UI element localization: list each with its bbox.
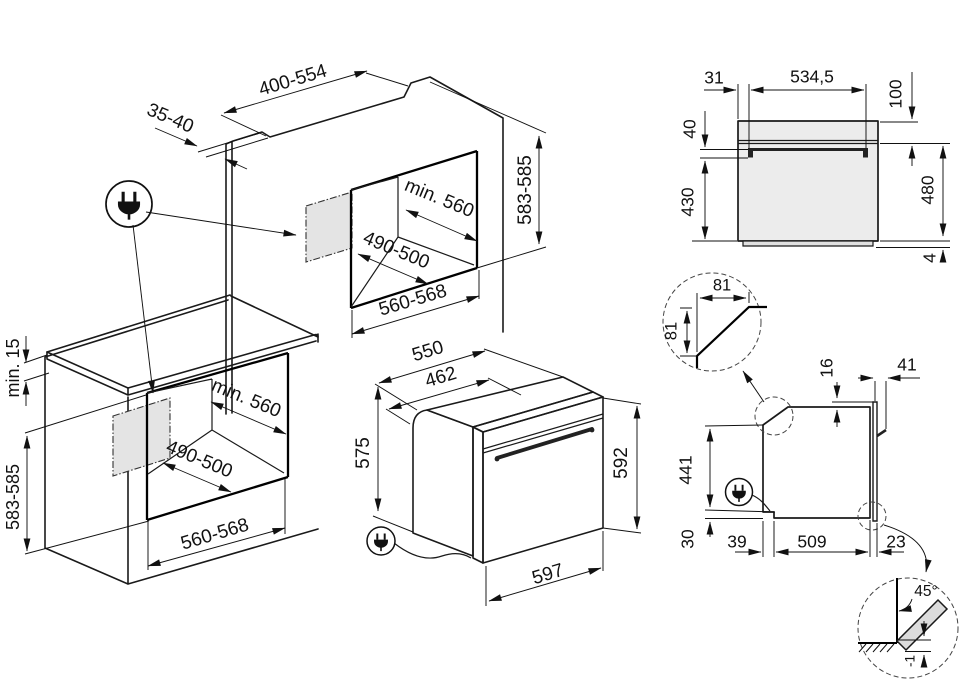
power-plug-icon bbox=[366, 526, 396, 556]
dim-oven-inner-width: 462 bbox=[423, 363, 459, 392]
corner-45-detail: 45° -1 bbox=[857, 524, 959, 679]
dim-base-niche-width: 560-568 bbox=[178, 515, 251, 555]
dimensions-front-view: 31 534,5 100 40 430 480 4 bbox=[678, 67, 950, 263]
dim-column-niche-depth: min. 560 bbox=[402, 175, 477, 222]
dim-chamfer-width: 81 bbox=[713, 276, 731, 294]
dim-oven-body-width: 550 bbox=[410, 337, 446, 366]
dim-front-side-offset: 31 bbox=[704, 68, 723, 88]
dim-column-niche-height: 583-585 bbox=[515, 155, 536, 225]
dim-floor-tolerance: -1 bbox=[903, 655, 918, 667]
dim-corner-angle: 45° bbox=[914, 583, 937, 600]
dim-side-front-depth: 41 bbox=[897, 355, 916, 375]
dim-side-back-gap: 39 bbox=[727, 532, 746, 552]
dim-side-height: 441 bbox=[676, 455, 696, 484]
chamfer-detail: 81 81 bbox=[662, 272, 767, 403]
power-connection-area bbox=[112, 397, 171, 477]
chamfer-callout-circle bbox=[754, 396, 794, 436]
dim-side-door-depth: 23 bbox=[886, 532, 905, 552]
dim-column-niche-width: 560-568 bbox=[376, 281, 449, 321]
oven-door-handle bbox=[494, 427, 595, 462]
dimensions-oven: 550 462 575 592 597 bbox=[353, 337, 642, 606]
dim-top-cutout-width: 400-554 bbox=[256, 60, 329, 100]
dim-column-inner-width: 490-500 bbox=[360, 228, 432, 274]
dim-front-handle-width: 534,5 bbox=[790, 67, 834, 87]
dim-oven-body-height: 575 bbox=[353, 437, 374, 469]
corner-callout-circle bbox=[857, 501, 887, 531]
dim-base-inner-width: 490-500 bbox=[163, 437, 235, 483]
front-view: 31 534,5 100 40 430 480 4 bbox=[678, 67, 950, 263]
dim-front-door-height: 480 bbox=[918, 175, 938, 204]
dim-front-lower-height: 430 bbox=[678, 187, 698, 216]
dim-chamfer-height: 81 bbox=[662, 322, 680, 340]
dim-front-handle-offset: 40 bbox=[680, 119, 700, 139]
worktop bbox=[46, 294, 319, 396]
dim-base-niche-depth: min. 560 bbox=[209, 375, 284, 422]
base-cabinet bbox=[44, 299, 319, 585]
dim-front-top-offset: 100 bbox=[886, 79, 906, 108]
power-plug-icon bbox=[105, 180, 153, 228]
dim-oven-height: 592 bbox=[611, 447, 632, 479]
dim-top-cutout-depth: 35-40 bbox=[144, 99, 197, 137]
oven-isometric: 550 462 575 592 597 bbox=[353, 337, 642, 606]
dimensions-side-view: 16 41 441 30 39 509 23 bbox=[676, 355, 920, 557]
angled-panel bbox=[895, 598, 949, 652]
dim-worktop-clearance: min. 15 bbox=[3, 338, 23, 397]
dim-front-bottom-gap: 4 bbox=[920, 253, 940, 263]
power-cord bbox=[393, 542, 472, 559]
dim-side-depth: 509 bbox=[797, 532, 826, 552]
side-handle bbox=[876, 428, 887, 438]
dim-side-bottom-gap: 30 bbox=[678, 529, 698, 549]
plug-leader-base bbox=[132, 224, 155, 394]
dim-oven-width: 597 bbox=[530, 560, 566, 589]
power-plug-icon bbox=[724, 477, 754, 507]
floor-hatching bbox=[858, 643, 895, 653]
dim-base-niche-height: 583-585 bbox=[3, 464, 23, 530]
power-cord bbox=[751, 494, 771, 512]
dim-side-top-gap: 16 bbox=[817, 358, 837, 377]
power-connection-area bbox=[305, 191, 353, 263]
side-view: 16 41 441 30 39 509 23 81 bbox=[662, 272, 959, 679]
plug-leader-column bbox=[145, 211, 297, 237]
